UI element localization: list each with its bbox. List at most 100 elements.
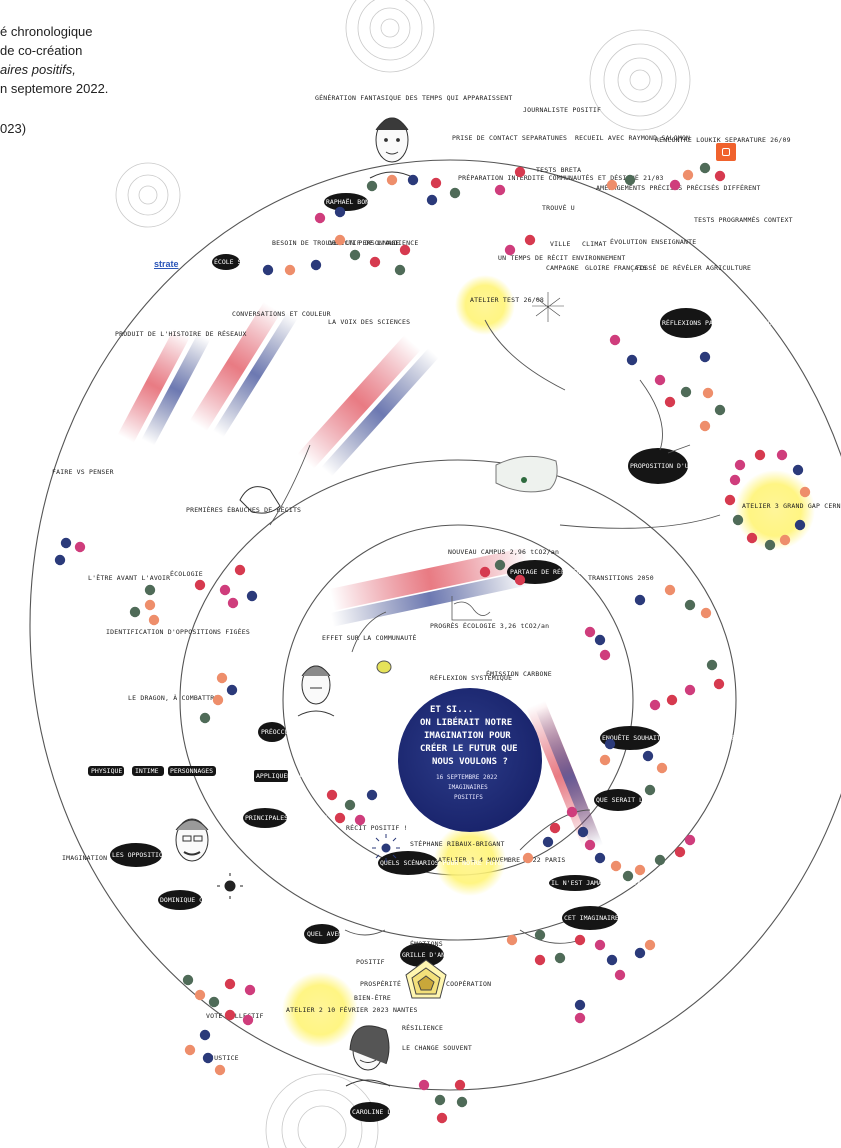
note-10: VILLE xyxy=(550,240,571,248)
timeline-dot xyxy=(584,839,596,851)
timeline-dot xyxy=(129,606,141,618)
timeline-dot xyxy=(599,649,611,661)
timeline-dot xyxy=(754,449,766,461)
chip-label-1: INTIME xyxy=(135,767,159,775)
timeline-dot xyxy=(779,534,791,546)
bubble-trop-tard xyxy=(549,875,601,891)
timeline-dot xyxy=(494,184,506,196)
timeline-dot xyxy=(714,170,726,182)
timeline-dot xyxy=(504,244,516,256)
pentagon-chart-icon xyxy=(405,959,447,999)
note-12: CAMPAGNE xyxy=(546,264,579,272)
note-17: PRODUIT DE L'HISTOIRE DE RÉSEAUX xyxy=(115,329,247,338)
timeline-dot xyxy=(684,599,696,611)
timeline-dot xyxy=(656,762,668,774)
bubble-label-10: DOMINIQUE CHRISTIAN xyxy=(160,896,234,904)
intro-line-3: aires positifs, xyxy=(0,62,76,77)
note-11: CLIMAT xyxy=(582,240,607,248)
note-7: TROUVÉ U xyxy=(542,203,575,212)
atelier-glows xyxy=(282,275,815,1048)
note-41: FAIRE VS PENSER xyxy=(52,468,114,476)
timeline-dot xyxy=(334,812,346,824)
bubble-preoccupations xyxy=(258,722,286,742)
note-5: PRÉPARATION INTERDITE COMMUNAUTÉS ET DÉS… xyxy=(458,173,664,182)
timeline-dot xyxy=(799,486,811,498)
timeline-dot xyxy=(284,264,296,276)
timeline-dot xyxy=(706,659,718,671)
timeline-dot xyxy=(184,1044,196,1056)
timeline-dot xyxy=(622,870,634,882)
note-30: RÉCIT POSITIF ! xyxy=(346,823,408,832)
bubble-oppositions xyxy=(110,843,162,867)
timeline-dot xyxy=(224,978,236,990)
timeline-dot xyxy=(479,566,491,578)
note-45: POSITIF xyxy=(356,958,385,966)
timeline-dot xyxy=(436,1112,448,1124)
note-33: BIEN-ÊTRE xyxy=(354,993,391,1002)
timeline-dot xyxy=(144,599,156,611)
timeline-dot xyxy=(732,514,744,526)
timeline-dot xyxy=(216,672,228,684)
timeline-dot xyxy=(714,404,726,416)
timeline-dot xyxy=(634,594,646,606)
note-22: PREMIÈRES ÉBAUCHES DE RÉCITS xyxy=(186,505,301,514)
timeline-dot xyxy=(144,584,156,596)
timeline-dot xyxy=(700,607,712,619)
bubble-label-14: QUELS SCÉNARIOS POUR NOTRE FUTUR ? xyxy=(380,858,513,867)
timeline-dot xyxy=(554,952,566,964)
bubble-recit-ideal xyxy=(594,789,642,811)
timeline-dot xyxy=(514,574,526,586)
atelier-test-label: ATELIER TEST 26/08 xyxy=(470,296,544,304)
intro-year: 023) xyxy=(0,121,27,136)
timeline-dot xyxy=(242,1014,254,1026)
note-24: PROGRÈS ÉCOLOGIE 3,26 tCO2/an xyxy=(430,621,549,630)
note-42: L'ÊTRE AVANT L'AVOIR xyxy=(88,573,170,582)
timeline-dot xyxy=(764,539,776,551)
timeline-dot xyxy=(386,174,398,186)
timeline-dot xyxy=(54,554,66,566)
timeline-dot xyxy=(202,1052,214,1064)
note-4: RENCONTRE LOUKIK SEPARATURE 26/09 xyxy=(655,136,791,144)
note-15: FOSSÉ DE RÉVÉLER AGRICULTURE xyxy=(636,263,751,272)
decorative-spirals xyxy=(115,0,691,1148)
connector-arrows xyxy=(269,319,721,944)
timeline-dot xyxy=(634,864,646,876)
note-36: ÉMOTIONS xyxy=(410,939,443,948)
chip-physique xyxy=(88,766,124,776)
timeline-dot xyxy=(729,474,741,486)
sun-icon xyxy=(372,834,400,862)
bubble-quel-avenir xyxy=(304,924,340,944)
timeline-dot xyxy=(699,351,711,363)
note-19: LA VOIX DES SCIENCES xyxy=(328,318,410,326)
note-13: ÉVOLUTION ENSEIGNANTE xyxy=(610,237,696,246)
note-32: TRANSITIONS 2050 xyxy=(588,574,654,582)
bubble-scenarios xyxy=(378,851,438,875)
note-9: TESTS PROGRAMMÉS CONTEXT xyxy=(694,215,793,224)
bubble-ecole-strate xyxy=(212,254,240,270)
note-37: JUSTICE xyxy=(210,1054,239,1062)
timeline-dot xyxy=(610,860,622,872)
chip-label-2: PERSONNAGES xyxy=(170,767,213,775)
timeline-dot xyxy=(674,846,686,858)
timeline-dot xyxy=(449,187,461,199)
timeline-dot xyxy=(310,259,322,271)
bubble-label-2: RÉFLEXIONS PARTAGÉES DES RÉCITS xyxy=(662,318,783,327)
bubble-proposition xyxy=(628,448,688,484)
strate-logo: strate xyxy=(154,259,179,269)
center-line-1: ET SI... xyxy=(430,705,473,715)
portraits xyxy=(175,117,564,1087)
note-20: BESOIN DE TROUVER UN PERSONNAGE xyxy=(272,239,400,247)
timeline-dot xyxy=(148,614,160,626)
bubble-label-1: RAPHAËL BONDUER xyxy=(326,197,385,206)
note-34: PROSPÉRITÉ xyxy=(360,979,401,988)
timeline-dot xyxy=(649,699,661,711)
timeline-dot xyxy=(574,934,586,946)
timeline-dot xyxy=(226,684,238,696)
bubble-label-8: PRINCIPALES FORCES DU RÉCIT xyxy=(245,813,351,822)
timeline-dot xyxy=(334,234,346,246)
timeline-dot xyxy=(654,374,666,386)
note-35: COOPÉRATION xyxy=(446,979,491,988)
chip-label-0: PHYSIQUE xyxy=(91,767,122,775)
timeline-dot xyxy=(434,1094,446,1106)
